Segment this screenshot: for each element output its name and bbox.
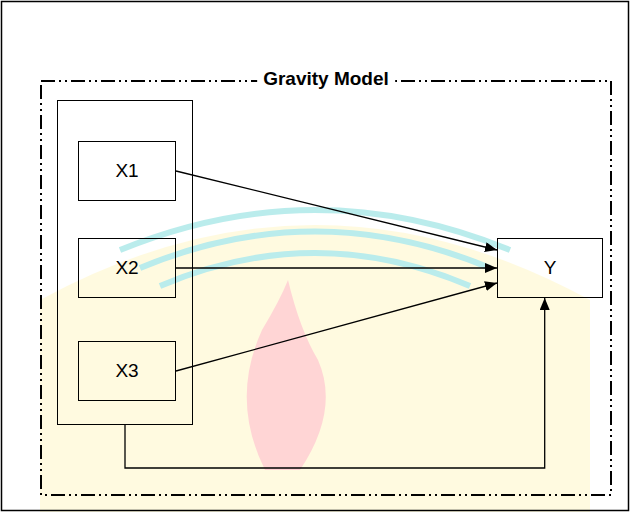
variable-group: X1X2X3 xyxy=(57,100,193,425)
variable-box: X1 xyxy=(78,141,176,201)
model-region: Gravity ModelX1X2X3Y xyxy=(40,80,612,496)
region-outline xyxy=(40,80,612,496)
watermark-figure xyxy=(40,210,590,512)
variable-label: X2 xyxy=(115,257,138,279)
variable-label: X1 xyxy=(115,160,138,182)
outcome-box: Y xyxy=(497,238,603,298)
variable-label: Y xyxy=(544,257,557,279)
variable-label: X3 xyxy=(115,360,138,382)
influence-arrow xyxy=(176,283,497,371)
variable-box: X3 xyxy=(78,341,176,401)
region-title: Gravity Model xyxy=(257,68,395,90)
influence-arrow xyxy=(176,267,497,268)
variable-box: X2 xyxy=(78,238,176,298)
influence-arrow xyxy=(176,171,497,250)
influence-arrow xyxy=(125,298,545,468)
